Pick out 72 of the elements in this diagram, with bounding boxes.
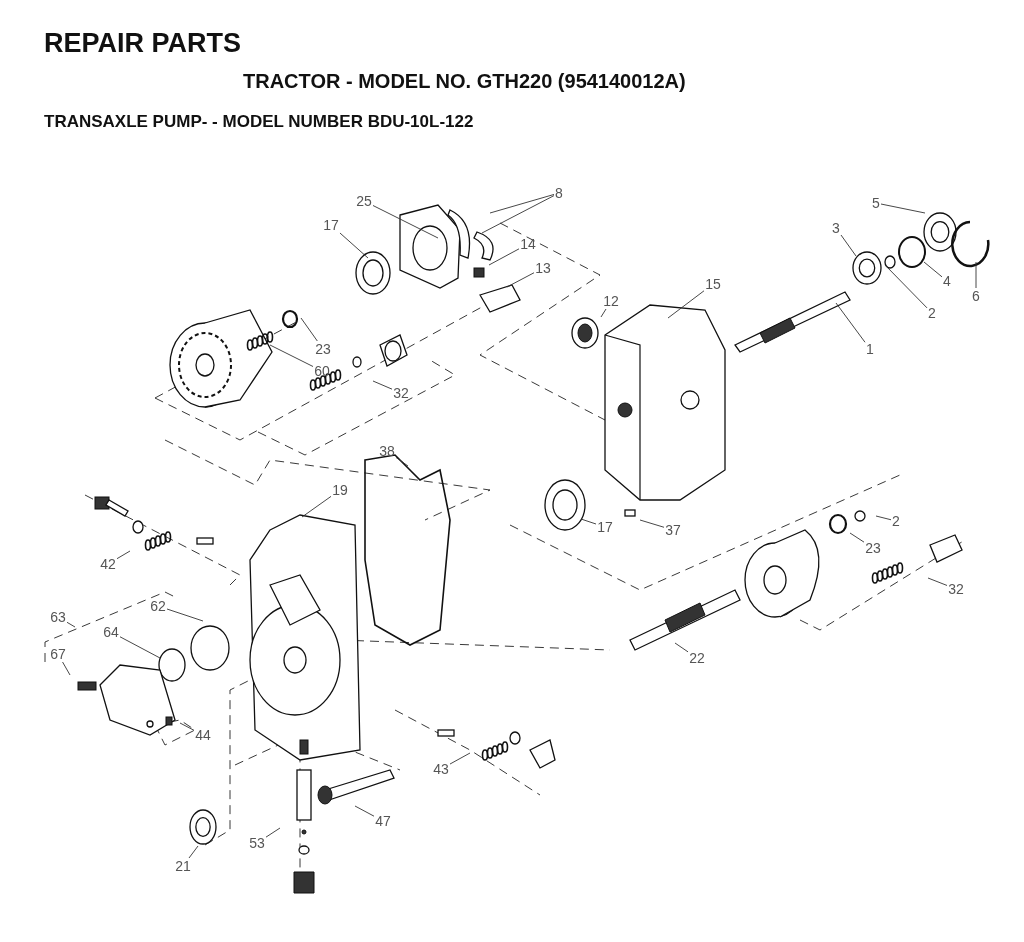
callout-number: 63 [49, 609, 67, 625]
leader-line [449, 752, 471, 765]
callout-number: 1 [865, 341, 875, 357]
leader-line [849, 532, 865, 543]
callout-number: 21 [174, 858, 192, 874]
leader-line [116, 550, 131, 560]
leader-line [875, 515, 892, 521]
callout-number: 43 [432, 761, 450, 777]
callout-number: 37 [664, 522, 682, 538]
callout-number: 2 [891, 513, 901, 529]
callout-number: 12 [602, 293, 620, 309]
callout-number: 5 [871, 195, 881, 211]
callout-number: 13 [534, 260, 552, 276]
callout-number: 8 [554, 185, 564, 201]
leader-line [354, 805, 375, 817]
callout-number: 19 [331, 482, 349, 498]
leader-line [66, 621, 76, 628]
callout-number: 17 [322, 217, 340, 233]
callout-number: 38 [378, 443, 396, 459]
leader-line [301, 495, 332, 518]
callout-number: 4 [942, 273, 952, 289]
callout-number: 6 [971, 288, 981, 304]
leader-line [506, 272, 535, 288]
callout-number: 32 [392, 385, 410, 401]
callout-number: 44 [194, 727, 212, 743]
leader-line [975, 261, 977, 289]
leader-line [674, 642, 689, 653]
callout-number: 64 [102, 624, 120, 640]
leader-line [835, 302, 866, 343]
callout-number: 23 [864, 540, 882, 556]
callout-number: 17 [596, 519, 614, 535]
callout-number: 15 [704, 276, 722, 292]
leader-line [600, 308, 607, 318]
leader-line [265, 827, 281, 838]
callout-number: 3 [831, 220, 841, 236]
page-title: REPAIR PARTS [44, 28, 241, 59]
leader-line [339, 232, 369, 259]
leader-line [489, 194, 555, 214]
leader-line [188, 845, 199, 859]
leader-line [300, 317, 318, 342]
leader-line [488, 248, 520, 266]
model-heading: TRACTOR - MODEL NO. GTH220 (954140012A) [243, 70, 686, 93]
callout-number: 62 [149, 598, 167, 614]
leader-line [667, 290, 705, 319]
callout-number: 67 [49, 646, 67, 662]
leader-line [62, 661, 71, 676]
leader-line [927, 577, 948, 586]
leader-line [885, 265, 928, 309]
leader-line [923, 261, 943, 278]
callout-number: 53 [248, 835, 266, 851]
leader-line [481, 195, 555, 234]
callout-number: 2 [927, 305, 937, 321]
leader-line [166, 608, 204, 622]
leader-line [119, 636, 161, 659]
leader-line [372, 205, 439, 239]
callout-number: 23 [314, 341, 332, 357]
leader-line [880, 203, 926, 214]
leader-line [179, 722, 195, 731]
leader-line [580, 518, 597, 525]
model-heading: TRANSAXLE PUMP- - MODEL NUMBER BDU-10L-122 [44, 112, 474, 132]
leader-line [269, 344, 314, 367]
leader-line [840, 234, 857, 257]
callout-number: 42 [99, 556, 117, 572]
callout-number: 32 [947, 581, 965, 597]
leader-line [395, 457, 409, 467]
callout-number: 47 [374, 813, 392, 829]
leader-line [639, 519, 665, 528]
leader-line [372, 380, 393, 390]
callout-number: 22 [688, 650, 706, 666]
callout-number: 25 [355, 193, 373, 209]
callout-number: 14 [519, 236, 537, 252]
callout-number: 60 [313, 363, 331, 379]
